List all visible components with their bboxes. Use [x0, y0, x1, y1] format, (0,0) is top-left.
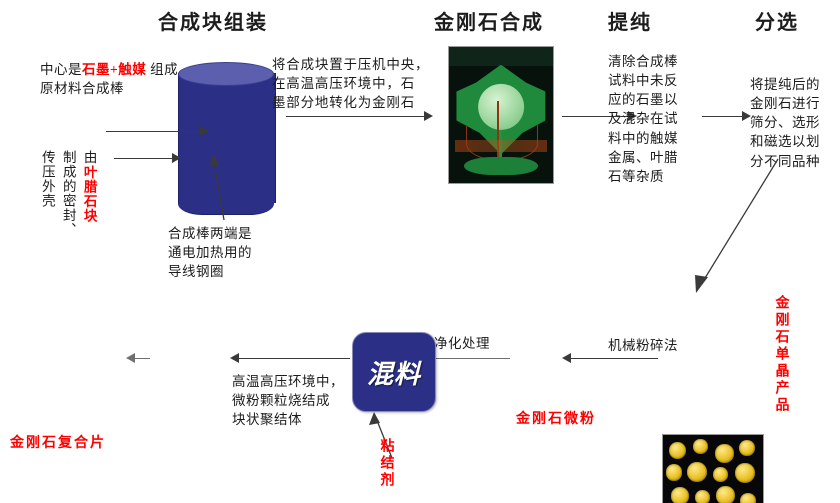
caption-diamond-powder: 金刚石微粉	[516, 412, 596, 427]
note-center-material-prefix: 中心是	[40, 62, 82, 77]
mix-material-label: 混料	[366, 359, 421, 389]
synthesis-cylinder	[178, 62, 276, 215]
caption-pdc-compacts: 金刚石复合片	[10, 436, 106, 451]
arrow-assembly-to-synthesis-head	[424, 111, 433, 121]
arrow-synthesis-to-purify-head	[628, 111, 637, 121]
mix-material-box[interactable]: 混料	[352, 332, 436, 412]
caption-diamond-crystals: 金刚石单晶产品	[773, 295, 789, 414]
arrow-sinter-head	[230, 353, 239, 363]
connector-binder	[369, 412, 393, 459]
note-sorting: 将提纯后的 金刚石进行 筛分、选形 和磁选以划 分不同品种	[750, 77, 820, 169]
connector-sorting-to-crystals	[695, 158, 779, 293]
arrow-material-to-cylinder-head	[200, 126, 209, 136]
arrow-press-to-pdc-head	[126, 353, 135, 363]
note-shell-col1-prefix: 由	[81, 150, 97, 165]
cylinder-top-ellipse	[178, 62, 274, 86]
arrow-press-to-pdc-line	[134, 358, 150, 359]
arrow-shell-to-cylinder-line	[114, 158, 174, 159]
note-shell-col1-highlight: 叶腊石块	[81, 164, 97, 223]
arrow-assembly-to-synthesis-line	[286, 116, 426, 117]
arrow-purify-to-sorting-line	[702, 116, 744, 117]
note-shell-vertical: 由 叶腊石块 制成的密封、 传压外壳	[38, 150, 97, 237]
press-watermark	[455, 139, 547, 152]
arrow-synthesis-to-purify-line	[562, 116, 630, 117]
press-wire-vertical	[496, 101, 499, 159]
press-core	[478, 83, 524, 130]
cylinder-body	[178, 73, 276, 203]
press-base	[463, 157, 539, 175]
note-press-center: 将合成块置于压机中央， 在高温高压环境中，石 墨部分地转化为金刚石	[272, 57, 430, 111]
arrow-sinter-line	[238, 358, 350, 359]
note-shell-col3: 传压外壳	[39, 150, 55, 208]
note-mechanical-crush: 机械粉碎法	[608, 338, 678, 353]
arrow-purification-line	[428, 358, 510, 359]
arrow-shell-to-cylinder-head	[172, 153, 181, 163]
note-shell-col2: 制成的密封、	[60, 150, 76, 237]
stage-title-purify: 提纯	[608, 12, 652, 34]
arrow-material-to-cylinder-line	[106, 131, 202, 132]
note-center-material-suffix: 组成原材料合成棒	[40, 62, 179, 97]
arrow-purify-to-sorting-head	[742, 111, 751, 121]
stage-title-synthesis: 金刚石合成	[434, 12, 544, 34]
stage-title-sorting: 分选	[755, 12, 799, 34]
connector-rod-ends	[209, 154, 225, 221]
press-machine-top-photo	[448, 46, 554, 184]
stage-title-assembly: 合成块组装	[158, 12, 268, 34]
note-sinter: 高温高压环境中， 微粉颗粒烧结成 块状聚结体	[232, 374, 344, 428]
note-rod-ends: 合成棒两端是 通电加热用的 导线钢圈	[168, 226, 252, 280]
arrow-crush-head	[562, 353, 571, 363]
arrow-crush-line	[570, 358, 658, 359]
note-purification-process: 净化处理	[434, 336, 490, 351]
press-bg-top	[449, 47, 553, 67]
diamond-crystals-photo	[662, 434, 764, 503]
note-center-material-highlight: 石墨+触媒	[82, 62, 147, 77]
label-binder: 粘结剂	[378, 438, 394, 489]
note-purify: 清除合成棒 试料中未反 应的石墨以 及混杂在试 料中的触媒 金属、叶腊 石等杂质	[608, 54, 678, 184]
note-center-material: 中心是石墨+触媒 组成原材料合成棒	[40, 60, 180, 98]
